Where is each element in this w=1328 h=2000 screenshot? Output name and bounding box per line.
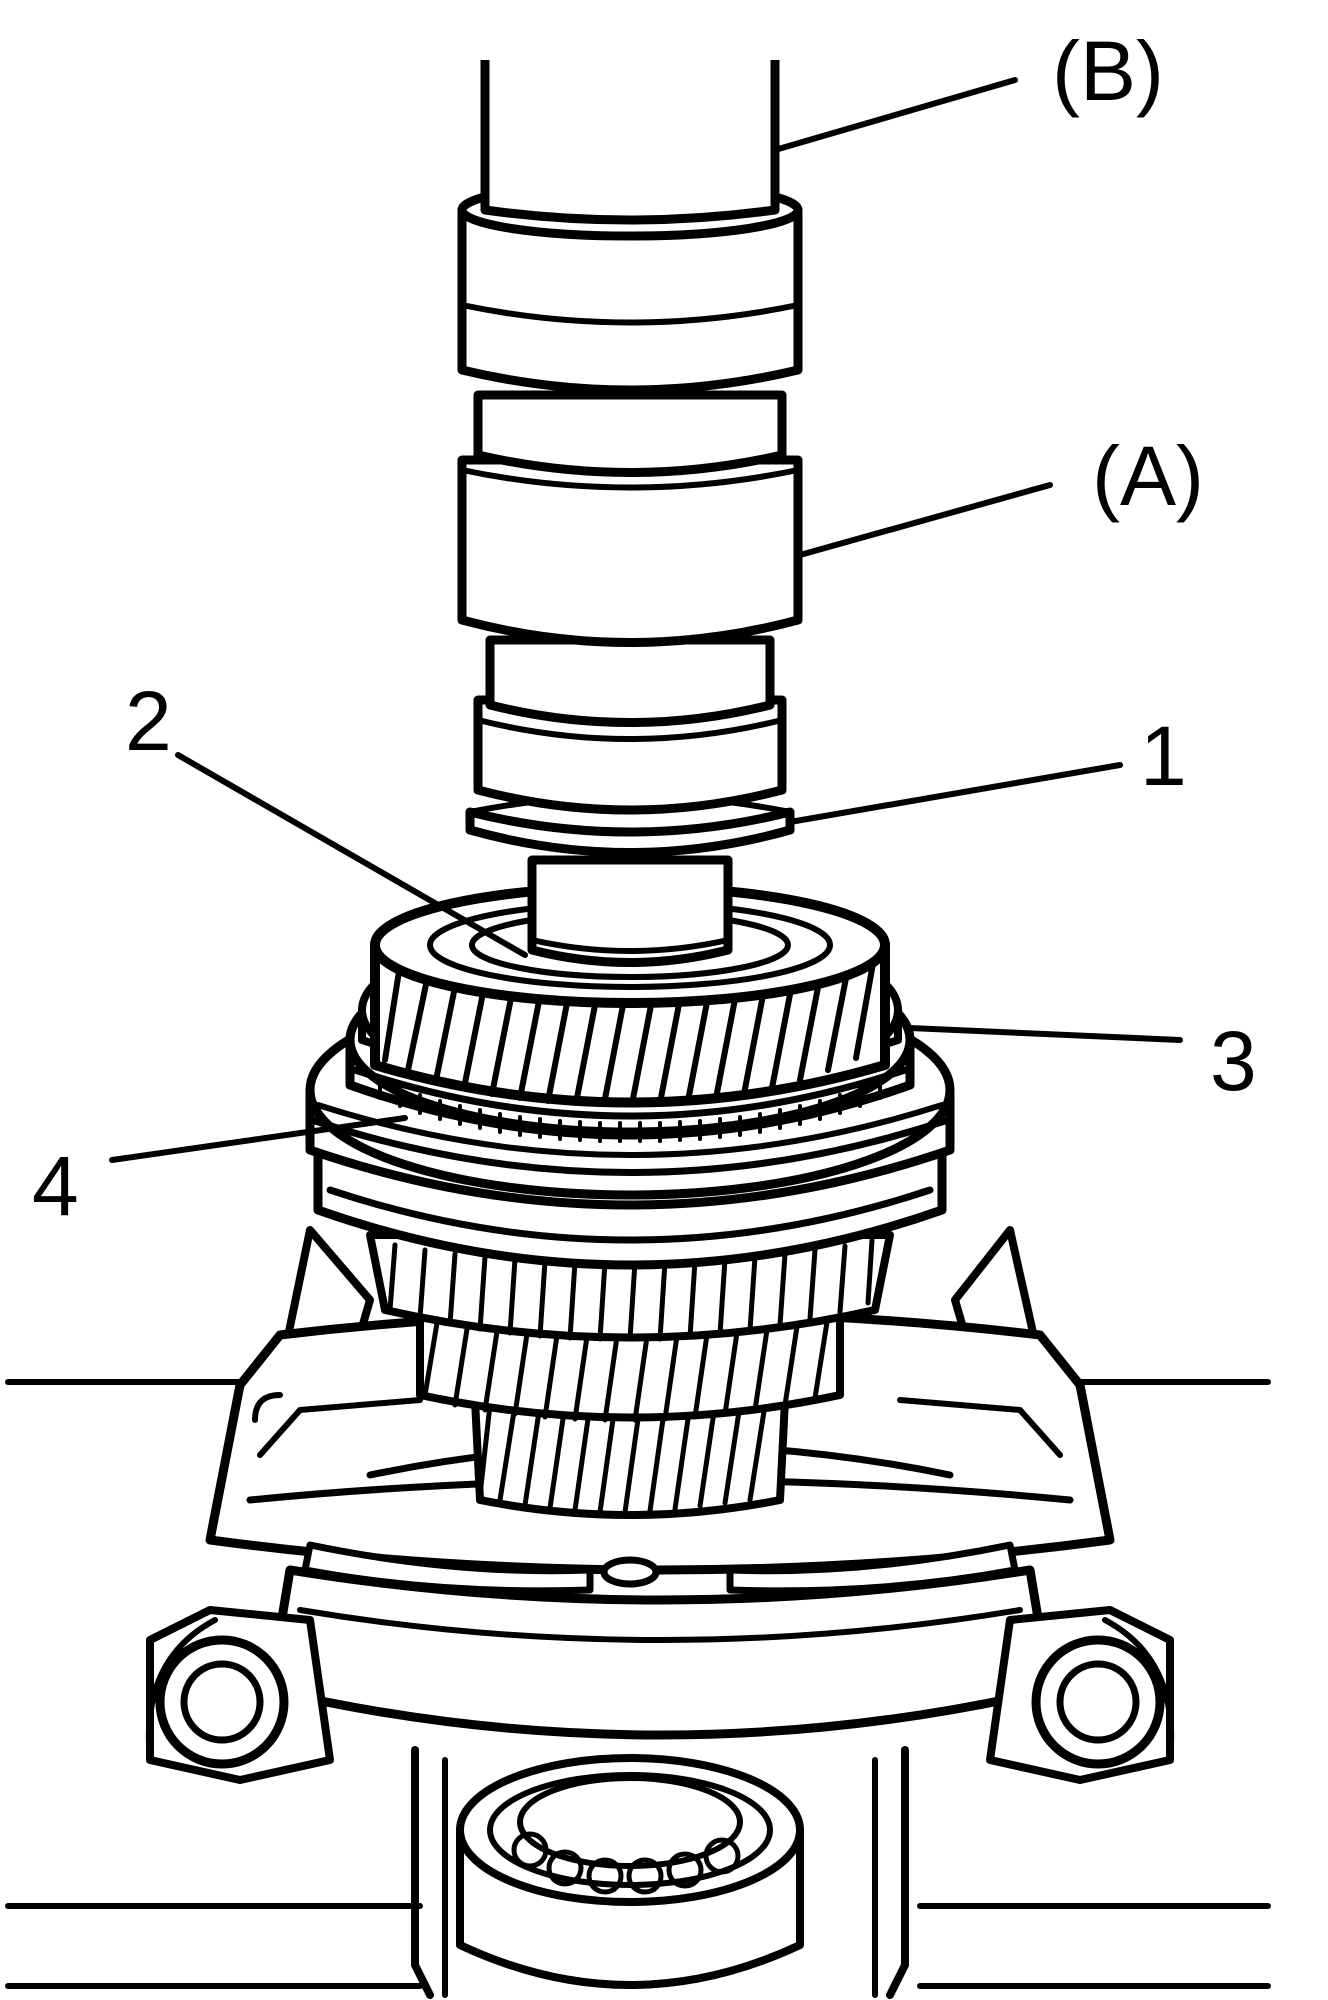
label-2: 2 bbox=[125, 674, 172, 768]
callout-labels: (B) (A) 1 2 3 4 bbox=[32, 24, 1257, 1233]
leader-a bbox=[797, 482, 1053, 558]
side-bolts bbox=[145, 1606, 1175, 1784]
label-b: (B) bbox=[1052, 24, 1164, 118]
label-3: 3 bbox=[1210, 1014, 1257, 1108]
label-4: 4 bbox=[32, 1139, 79, 1233]
label-a: (A) bbox=[1092, 429, 1204, 523]
leader-2 bbox=[175, 752, 528, 958]
lower-gears bbox=[366, 1231, 894, 1519]
bottom-bearing bbox=[456, 1754, 804, 1989]
label-1: 1 bbox=[1140, 709, 1187, 803]
tool-a bbox=[457, 60, 803, 967]
press-supports bbox=[411, 1746, 909, 1999]
leader-b bbox=[772, 77, 1018, 153]
leader-lines bbox=[109, 77, 1183, 1163]
leader-1 bbox=[787, 762, 1123, 825]
leader-4 bbox=[109, 1115, 408, 1163]
upper-helical-gear bbox=[370, 882, 890, 1108]
leader-3 bbox=[907, 1025, 1183, 1043]
